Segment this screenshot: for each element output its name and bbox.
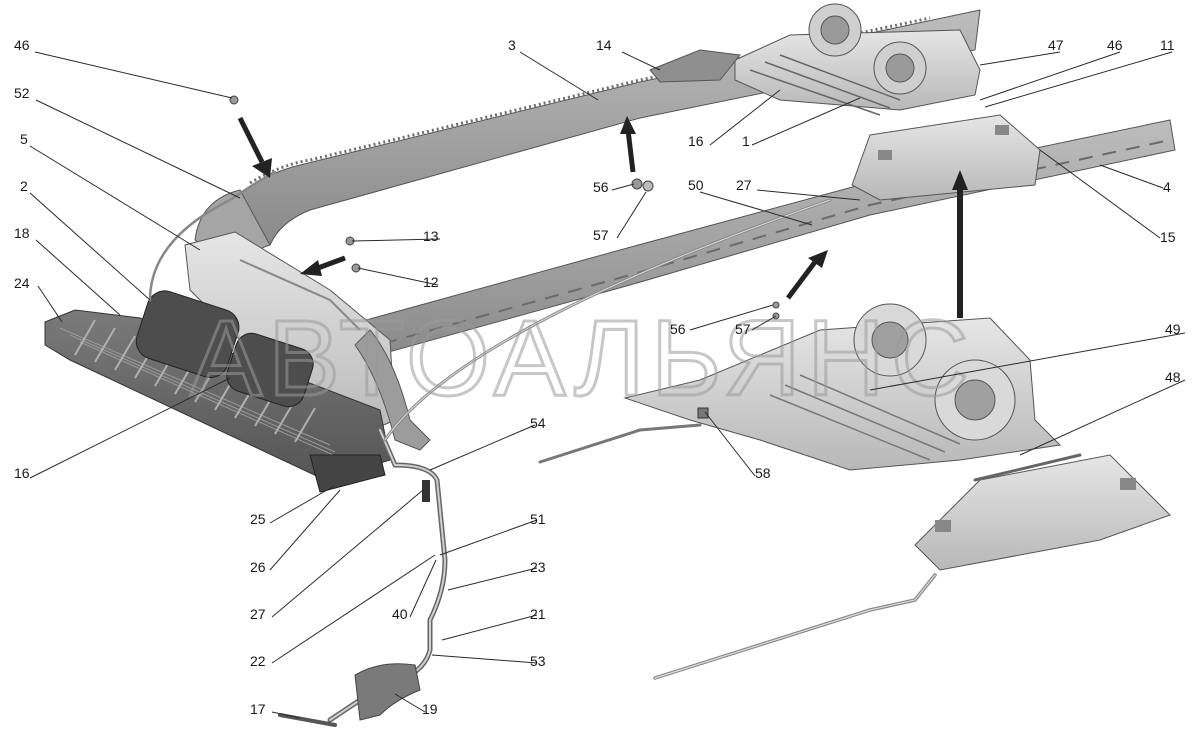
callout-51: 51 <box>530 511 546 527</box>
arrow-up-cover-plate <box>952 170 968 318</box>
callout-11: 11 <box>1160 37 1175 53</box>
callout-56: 56 <box>670 321 686 337</box>
rear-fan-unit <box>649 3 981 116</box>
callout-50: 50 <box>688 177 704 193</box>
callout-3: 3 <box>508 37 516 53</box>
arrow-left-housing <box>300 255 346 276</box>
callout-12: 12 <box>423 274 439 290</box>
right-cover-plate <box>851 114 1041 201</box>
callout-5: 5 <box>20 131 28 147</box>
callout-48: 48 <box>1165 369 1181 385</box>
callout-27: 27 <box>250 606 266 622</box>
front-heater-unit <box>44 290 391 493</box>
callout-57: 57 <box>735 321 751 337</box>
callout-22: 22 <box>250 653 266 669</box>
callout-18: 18 <box>14 225 30 241</box>
callout-46: 46 <box>1107 37 1123 53</box>
callout-15: 15 <box>1160 229 1176 245</box>
callout-13: 13 <box>423 228 439 244</box>
callout-19: 19 <box>422 701 438 717</box>
watermark-text: АВТОАЛЬЯНС <box>190 297 975 418</box>
assembly-arrows <box>237 116 968 318</box>
callout-25: 25 <box>250 511 266 527</box>
arrow-down-left-duct <box>237 116 272 178</box>
callout-16: 16 <box>14 465 30 481</box>
arrow-up-rear-rail <box>620 116 636 173</box>
callout-27: 27 <box>736 177 752 193</box>
arrow-up-front-rail <box>786 250 828 300</box>
callout-24: 24 <box>14 275 30 291</box>
callout-58: 58 <box>755 465 771 481</box>
callout-54: 54 <box>530 415 546 431</box>
leader-lines <box>29 51 1186 719</box>
callout-46: 46 <box>14 37 30 53</box>
callout-47: 47 <box>1048 37 1064 53</box>
callout-4: 4 <box>1163 179 1171 195</box>
callout-53: 53 <box>530 653 546 669</box>
callout-17: 17 <box>250 701 266 717</box>
callout-49: 49 <box>1165 321 1181 337</box>
front-fan-unit <box>623 303 1171 571</box>
callout-26: 26 <box>250 559 266 575</box>
callout-2: 2 <box>20 178 28 194</box>
callout-16: 16 <box>688 133 704 149</box>
callout-57: 57 <box>593 227 609 243</box>
callout-1: 1 <box>742 133 750 149</box>
callout-14: 14 <box>596 37 612 53</box>
callout-21: 21 <box>530 606 546 622</box>
callout-labels: 46 52 5 2 18 24 16 3 14 47 46 11 16 1 56… <box>14 37 1181 717</box>
hoses <box>148 170 1082 727</box>
callout-52: 52 <box>14 85 30 101</box>
callout-40: 40 <box>392 606 408 622</box>
callout-56: 56 <box>593 179 609 195</box>
callout-23: 23 <box>530 559 546 575</box>
